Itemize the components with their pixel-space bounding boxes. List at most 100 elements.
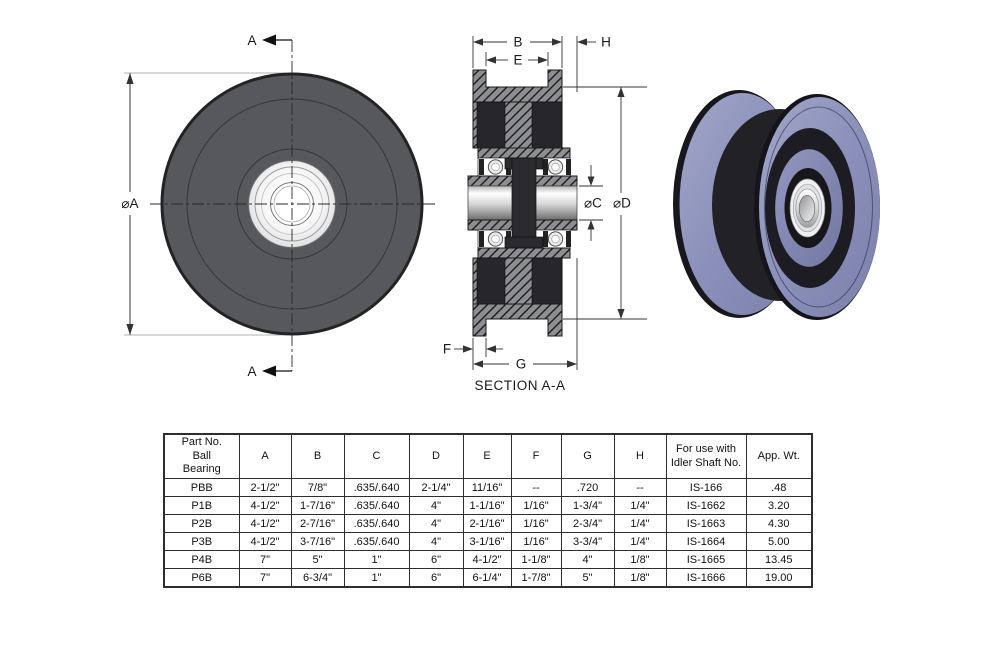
dim-label-f: F: [443, 342, 451, 357]
bearing-seal: [479, 159, 484, 175]
table-cell: 1-1/8": [510, 550, 562, 569]
bearing-seal: [543, 159, 548, 175]
table-cell: P4B: [163, 550, 240, 569]
cut-arrow-icon: [262, 34, 276, 46]
table-cell: 2-7/16": [290, 514, 345, 533]
bearing-ring-line: [273, 185, 311, 223]
table-cell: P6B: [163, 568, 240, 588]
column-header: E: [462, 433, 512, 479]
tire-block: [476, 257, 506, 305]
column-header: App. Wt.: [745, 433, 813, 479]
table-cell: 4-1/2": [238, 496, 292, 515]
table-cell: 1/4": [613, 532, 667, 551]
column-header: A: [238, 433, 292, 479]
table-cell: 3-7/16": [290, 532, 345, 551]
bearing-ball-detail: [491, 234, 500, 244]
table-cell: 4-1/2": [462, 550, 512, 569]
bore-3d: [798, 194, 816, 223]
column-header: Part No. Ball Bearing: [163, 433, 240, 479]
table-cell: 1/4": [613, 514, 667, 533]
column-header: D: [408, 433, 464, 479]
column-header: C: [343, 433, 410, 479]
bearing-seal: [566, 159, 571, 175]
dim-label-diameter-a: ⌀A: [121, 196, 138, 211]
flange-face-line: [764, 106, 873, 308]
cut-label-bottom: A: [247, 364, 256, 379]
table-cell: 1": [343, 568, 410, 588]
table-cell: .635/.640: [343, 514, 410, 533]
table-cell: 5": [290, 550, 345, 569]
bearing-housing: [477, 147, 571, 159]
spacer-web: [511, 157, 537, 249]
column-header: G: [560, 433, 615, 479]
section-caption: SECTION A-A: [474, 378, 565, 393]
bearing-ball-detail: [551, 234, 560, 244]
table-cell: 4.30: [745, 514, 813, 533]
table-cell: 1": [343, 550, 410, 569]
table-cell: .635/.640: [343, 532, 410, 551]
table-cell: .635/.640: [343, 478, 410, 497]
column-header: H: [613, 433, 667, 479]
table-cell: 6-3/4": [290, 568, 345, 588]
table-cell: .720: [560, 478, 615, 497]
spacer-bottom: [504, 236, 544, 249]
table-cell: 1-7/8": [510, 568, 562, 588]
dim-label-d: ⌀D: [613, 196, 631, 211]
table-cell: 7/8": [290, 478, 345, 497]
table-cell: P3B: [163, 532, 240, 551]
table-cell: 19.00: [745, 568, 813, 588]
table-cell: IS-166: [665, 478, 747, 497]
table-cell: 1/4": [613, 496, 667, 515]
table-cell: 2-1/4": [408, 478, 464, 497]
table-cell: 1/16": [510, 496, 562, 515]
dim-label-g: G: [516, 357, 527, 372]
table-cell: 7": [238, 568, 292, 588]
front-view: ⌀A A A: [121, 33, 436, 379]
table-cell: 1/8": [613, 568, 667, 588]
table-cell: 3-3/4": [560, 532, 615, 551]
table-cell: 4-1/2": [238, 514, 292, 533]
section-view: B E H ⌀C ⌀D F G SECTION A-A: [443, 35, 647, 393]
table-cell: .635/.640: [343, 496, 410, 515]
bearing-seal: [479, 231, 484, 247]
dim-label-h: H: [601, 35, 611, 50]
table-cell: 6-1/4": [462, 568, 512, 588]
table-cell: 3.20: [745, 496, 813, 515]
table-cell: PBB: [163, 478, 240, 497]
table-cell: 4": [408, 532, 464, 551]
dim-label-c: ⌀C: [584, 196, 602, 211]
table-cell: IS-1662: [665, 496, 747, 515]
table-cell: 2-3/4": [560, 514, 615, 533]
table-cell: 4": [408, 496, 464, 515]
table-cell: P1B: [163, 496, 240, 515]
bearing-seal: [543, 231, 548, 247]
table-cell: 4": [408, 514, 464, 533]
table-cell: .48: [745, 478, 813, 497]
bearing-housing: [477, 247, 571, 259]
table-cell: 4": [560, 550, 615, 569]
table-cell: IS-1664: [665, 532, 747, 551]
column-header: F: [510, 433, 562, 479]
table-cell: 3-1/16": [462, 532, 512, 551]
table-cell: 11/16": [462, 478, 512, 497]
table-cell: 1-1/16": [462, 496, 512, 515]
bearing-ball-detail: [551, 162, 560, 172]
tire-block: [531, 257, 563, 305]
column-header: For use with Idler Shaft No.: [665, 433, 747, 479]
table-cell: IS-1665: [665, 550, 747, 569]
tire-block: [476, 101, 506, 149]
section-dimensions: [454, 36, 647, 370]
rim-top-section: [472, 69, 563, 103]
section-arrowheads: [463, 38, 625, 368]
table-cell: 6": [408, 568, 464, 588]
bearing-ball-detail: [491, 162, 500, 172]
table-cell: 2-1/16": [462, 514, 512, 533]
table-cell: IS-1666: [665, 568, 747, 588]
